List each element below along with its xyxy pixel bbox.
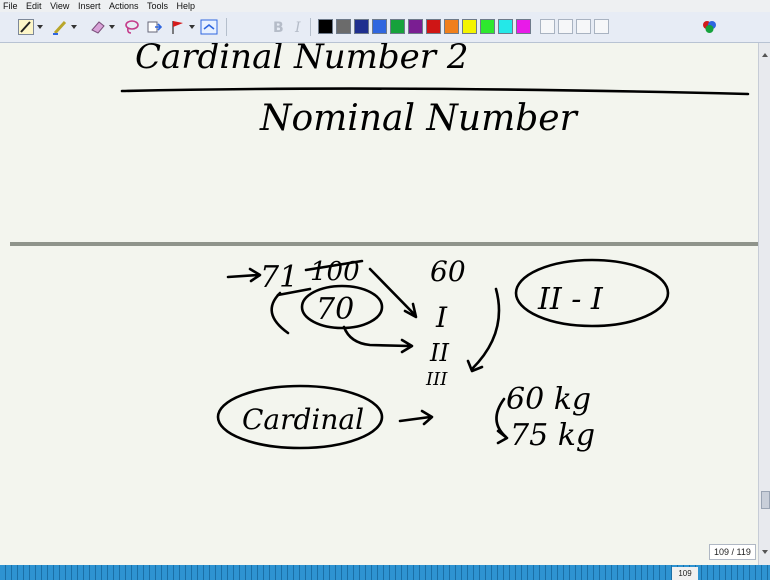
lasso-select-icon[interactable] — [124, 19, 140, 35]
heading-partial-text: Cardinal Number 2 — [135, 43, 469, 77]
arrow-100-to-I — [368, 267, 418, 319]
menu-actions[interactable]: Actions — [108, 1, 139, 11]
menu-bar: File Edit View Insert Actions Tools Help — [0, 0, 770, 12]
insert-space-icon[interactable] — [146, 19, 162, 35]
color-swatch[interactable] — [372, 19, 387, 34]
color-swatch[interactable] — [336, 19, 351, 34]
heading-main-text: Nominal Number — [259, 98, 579, 139]
ink-layer: Cardinal Number 2 Nominal Number 71 100 … — [10, 37, 758, 453]
empty-color-swatch[interactable] — [576, 19, 591, 34]
pen-dropdown-icon[interactable] — [36, 19, 44, 35]
italic-icon[interactable]: I — [290, 19, 306, 35]
note-75kg: 75 kg — [510, 418, 595, 453]
circle-cardinal — [216, 384, 384, 450]
highlighter-icon[interactable] — [52, 19, 68, 35]
pen-tool-icon[interactable] — [18, 19, 34, 35]
menu-edit[interactable]: Edit — [26, 1, 42, 11]
toolbar: B I — [0, 12, 770, 43]
note-cardinal: Cardinal — [242, 403, 364, 436]
empty-color-swatch[interactable] — [558, 19, 573, 34]
color-swatch[interactable] — [354, 19, 369, 34]
flag-dropdown-icon[interactable] — [188, 19, 196, 35]
page-thumbnail-strip[interactable] — [0, 565, 770, 580]
eraser-icon[interactable] — [90, 19, 106, 35]
scrollbar-thumb[interactable] — [761, 491, 770, 509]
roman-I: I — [435, 301, 448, 334]
note-insert-icon[interactable] — [200, 19, 218, 35]
vertical-scrollbar[interactable] — [758, 43, 770, 565]
svg-text:I: I — [294, 20, 301, 35]
roman-III: III — [425, 369, 448, 390]
color-swatch[interactable] — [426, 19, 441, 34]
underline-stroke — [120, 87, 750, 96]
roman-II: II — [429, 339, 449, 367]
svg-text:B: B — [273, 20, 284, 35]
curve-arrow-left — [270, 291, 290, 335]
toolbar-separator — [226, 18, 227, 36]
scroll-down-icon[interactable] — [761, 548, 769, 556]
note-60kg: 60 kg — [506, 382, 591, 417]
empty-color-swatch[interactable] — [540, 19, 555, 34]
empty-color-swatch[interactable] — [594, 19, 609, 34]
menu-tools[interactable]: Tools — [147, 1, 169, 11]
current-page-number: 109 — [672, 567, 698, 580]
eraser-dropdown-icon[interactable] — [108, 19, 116, 35]
menu-file[interactable]: File — [3, 1, 18, 11]
color-picker-icon[interactable] — [700, 19, 720, 35]
note-71: 71 — [260, 260, 298, 295]
arrow-70-to-II — [342, 325, 414, 354]
color-swatch[interactable] — [408, 19, 423, 34]
color-swatch[interactable] — [390, 19, 405, 34]
color-swatch[interactable] — [318, 19, 333, 34]
color-swatch[interactable] — [480, 19, 495, 34]
note-canvas[interactable]: Cardinal Number 2 Nominal Number 71 100 … — [10, 37, 758, 565]
color-swatch[interactable] — [516, 19, 531, 34]
menu-help[interactable]: Help — [176, 1, 196, 11]
bold-icon[interactable]: B — [270, 19, 286, 35]
arrow-cardinal — [398, 409, 434, 426]
color-swatch[interactable] — [444, 19, 459, 34]
arrow-to-71 — [226, 267, 262, 283]
color-swatch[interactable] — [498, 19, 513, 34]
color-swatch[interactable] — [462, 19, 477, 34]
underline-71 — [276, 287, 312, 297]
strike-100 — [304, 259, 364, 272]
toolbar-separator — [310, 18, 311, 36]
menu-insert[interactable]: Insert — [77, 1, 101, 11]
arrow-to-III — [466, 287, 501, 373]
scroll-up-icon[interactable] — [761, 51, 769, 59]
note-70: 70 — [316, 292, 354, 327]
menu-view[interactable]: View — [50, 1, 70, 11]
circle-II-minus-I — [514, 258, 670, 328]
note-60: 60 — [430, 255, 466, 288]
note-II-minus-I: II - I — [537, 282, 604, 317]
highlighter-dropdown-icon[interactable] — [70, 19, 78, 35]
flag-icon[interactable] — [170, 19, 186, 35]
circle-70 — [300, 284, 384, 330]
page-count-badge: 109 / 119 — [709, 544, 756, 560]
curve-arrow-kg — [495, 397, 509, 445]
